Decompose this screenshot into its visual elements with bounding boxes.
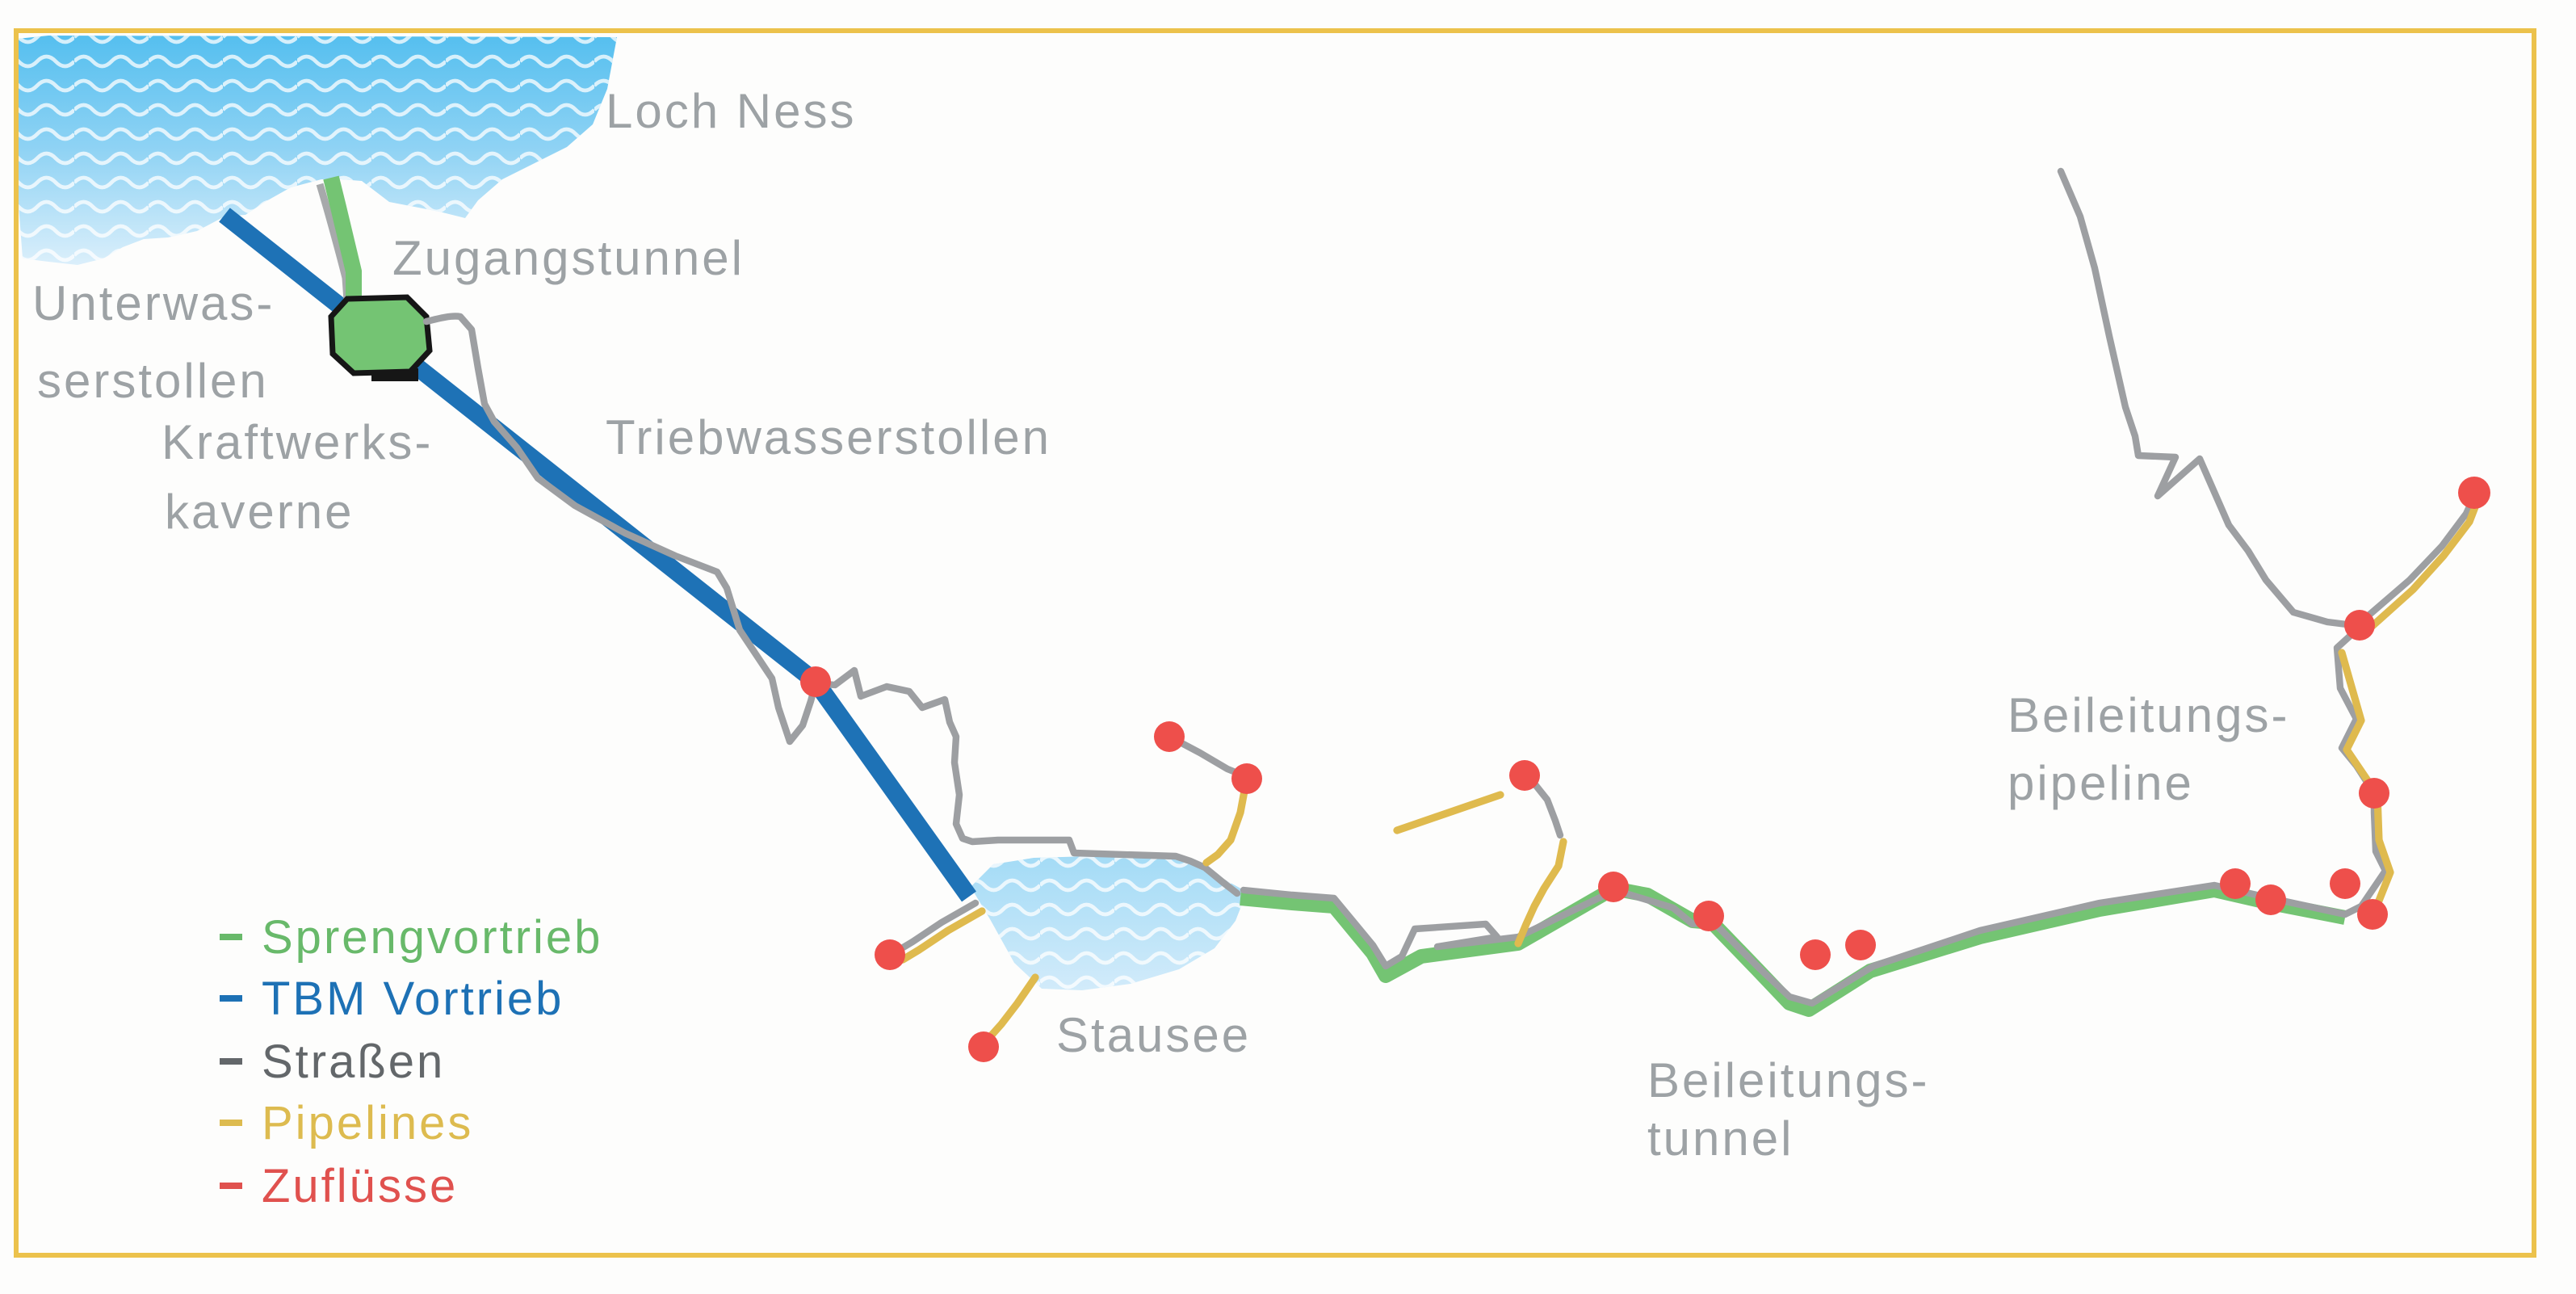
legend-label-zufluesse: Zuflüsse: [262, 1160, 458, 1212]
inflow-dot: [800, 666, 831, 697]
kraftwerkskaverne-outline: [328, 294, 433, 376]
label-beileitungstunnel-line2: tunnel: [1647, 1111, 1794, 1166]
inflow-dot: [1693, 901, 1724, 931]
legend-label-sprengvortrieb: Sprengvortrieb: [262, 911, 602, 964]
inflows-group: [800, 477, 2490, 1062]
map-frame-border: [14, 28, 2536, 1258]
legend-label-strassen: Straßen: [262, 1036, 445, 1088]
label-loch-ness: Loch Ness: [606, 84, 856, 138]
road-stausee-west-spur: [892, 899, 980, 956]
zugangstunnel-casing: [316, 183, 351, 301]
road-cavern-to-stausee: [422, 313, 1241, 897]
zugangstunnel-group: [316, 175, 362, 301]
label-unterwasserstollen-line2: serstollen: [37, 354, 269, 408]
loch-ness-lake: [18, 36, 617, 265]
legend-item-tbm-vortrieb: TBM Vortrieb: [220, 973, 564, 1025]
road-inflow-link-north: [1168, 734, 1248, 779]
label-beileitungspipeline-line2: pipeline: [2008, 756, 2194, 810]
inflow-dot: [2357, 899, 2388, 930]
inflow-dot: [1845, 930, 1876, 960]
pipeline-stausee-north: [1202, 783, 1249, 867]
pipeline-middle-stub: [1393, 791, 1504, 834]
pipeline-stausee-south: [984, 973, 1039, 1043]
label-triebwasserstollen: Triebwasserstollen: [606, 410, 1051, 464]
legend-label-pipelines: Pipelines: [262, 1097, 473, 1149]
label-zugangstunnel: Zugangstunnel: [392, 231, 745, 285]
legend-item-sprengvortrieb: Sprengvortrieb: [220, 911, 602, 964]
label-beileitungspipeline-line1: Beileitungs-: [2008, 688, 2290, 742]
legend-item-zufluesse: Zuflüsse: [220, 1160, 458, 1212]
label-kraftwerkskaverne-line2: kaverne: [165, 485, 354, 539]
stausee-wave-texture: [971, 855, 1247, 990]
road-inflow-hook-middle: [1530, 779, 1564, 839]
roads-group: [422, 167, 2478, 1007]
inflow-dot: [1154, 721, 1185, 752]
kraftwerkskaverne-group: [328, 294, 433, 381]
pipeline-stausee-west: [899, 907, 986, 964]
inflow-dot: [968, 1031, 999, 1062]
legend: Sprengvortrieb TBM Vortrieb Straßen Pipe…: [220, 911, 602, 1212]
loch-ness-wave-texture: [18, 36, 617, 265]
inflow-dot: [1598, 872, 1629, 902]
inflow-dot: [2220, 868, 2251, 899]
inflow-dot: [2255, 884, 2286, 915]
pipeline-middle-hook: [1514, 838, 1567, 947]
kraftwerkskaverne-shape: [331, 297, 430, 373]
label-unterwasserstollen-line1: Unterwas-: [32, 276, 275, 330]
pipelines-group: [899, 497, 2482, 1043]
road-to-upper-pipeline: [2359, 492, 2478, 624]
label-kraftwerkskaverne-line1: Kraftwerks-: [162, 415, 433, 469]
inflow-dot: [1231, 763, 1262, 794]
inflow-dot: [2330, 868, 2360, 899]
legend-label-tbm-vortrieb: TBM Vortrieb: [262, 973, 564, 1025]
inflow-dot: [2458, 477, 2490, 509]
label-stausee: Stausee: [1056, 1008, 1251, 1062]
road-top-right: [2057, 167, 2357, 629]
inflow-dot: [1509, 760, 1540, 791]
legend-item-strassen: Straßen: [220, 1036, 445, 1088]
label-beileitungstunnel-line1: Beileitungs-: [1647, 1053, 1930, 1107]
pipeline-right-upper: [2362, 497, 2482, 636]
inflow-dot: [2359, 778, 2389, 809]
zugangstunnel-line: [323, 175, 362, 297]
map-labels: Loch Ness Zugangstunnel Unterwas- sersto…: [32, 84, 2290, 1166]
legend-item-pipelines: Pipelines: [220, 1097, 473, 1149]
inflow-dot: [2344, 610, 2375, 641]
inflow-dot: [1800, 939, 1831, 970]
stausee-lake: [971, 855, 1247, 990]
inflow-dot: [875, 939, 905, 970]
